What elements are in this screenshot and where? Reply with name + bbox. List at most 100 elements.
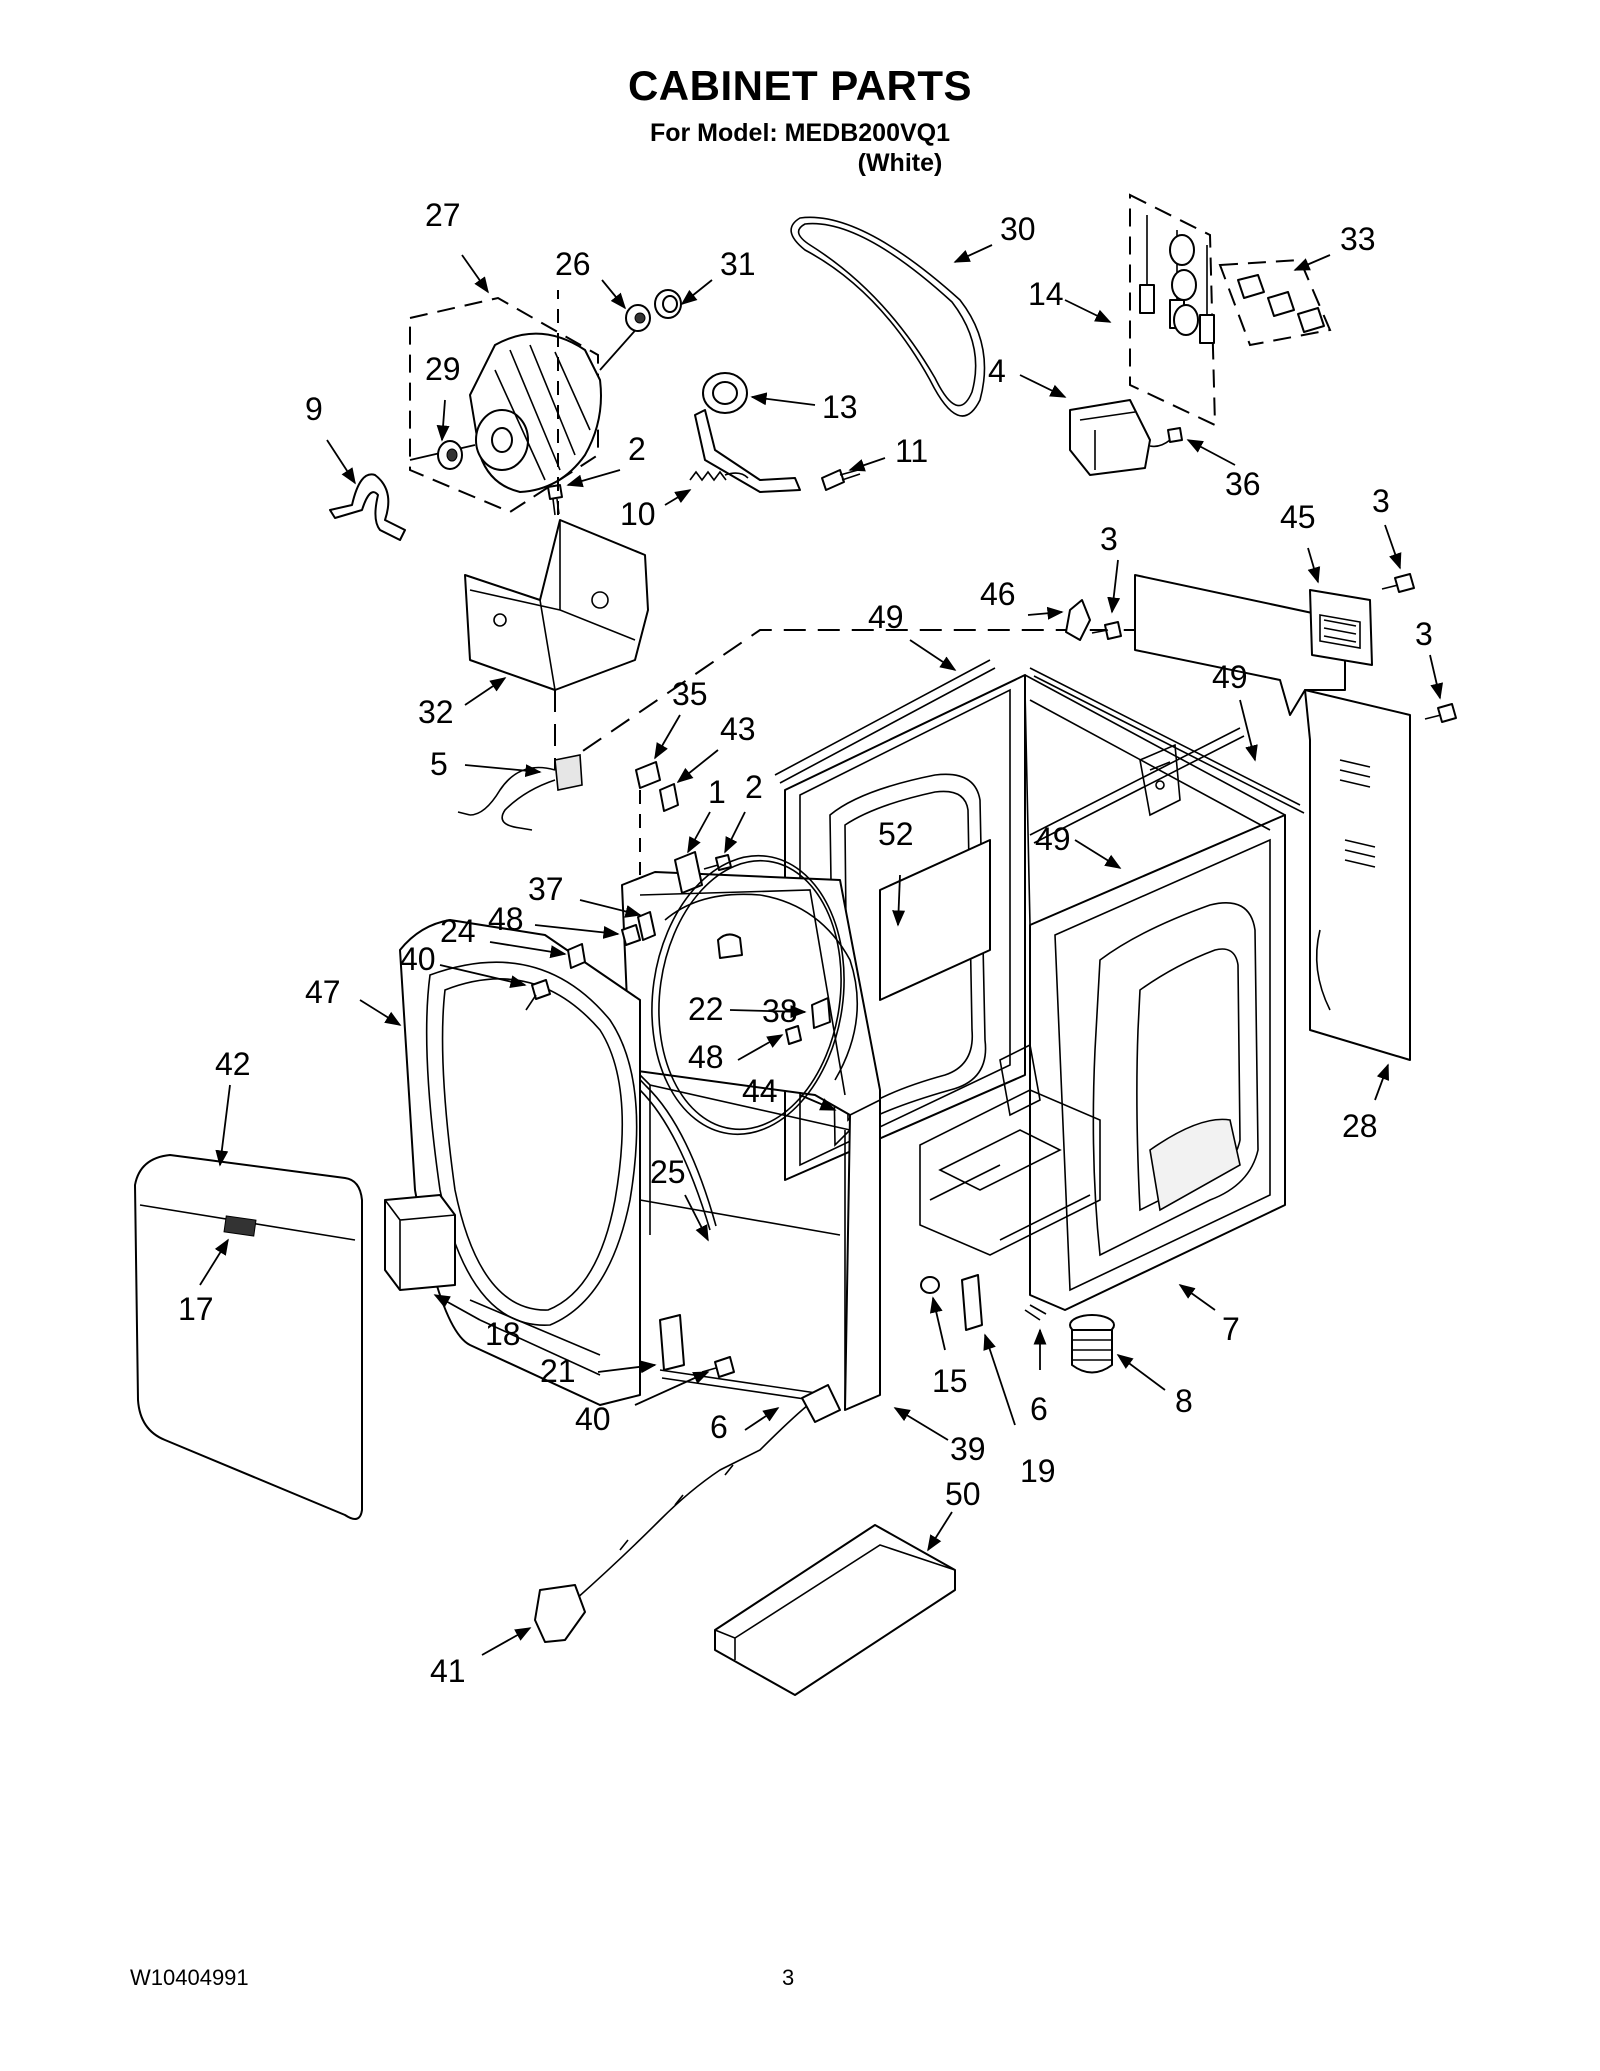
hinge-screw-upper	[621, 924, 641, 946]
motor-shaft-bearing	[625, 304, 651, 332]
lint-duct-box	[384, 1194, 456, 1291]
callout-17: 17	[178, 1291, 214, 1327]
motor-clamp	[329, 473, 406, 541]
callout-4: 4	[988, 353, 1006, 389]
rear-panel-screw-left	[1091, 621, 1122, 640]
idler-pulley-assembly	[694, 372, 801, 493]
motor-pulley	[437, 440, 463, 470]
callout-49-right: 49	[1212, 659, 1248, 695]
motor-mount-screw	[547, 484, 563, 516]
motor-shaft-washer	[654, 289, 682, 319]
callout-labels: 27 26 31 30 33 29 9 2 13 14 4 11 10 36 3…	[178, 197, 1433, 1689]
callout-14: 14	[1028, 276, 1064, 312]
callout-2-motor: 2	[628, 431, 646, 467]
callout-48-lower: 48	[688, 1039, 724, 1075]
callout-6-right: 6	[1030, 1391, 1048, 1427]
callout-21: 21	[540, 1353, 576, 1389]
callout-37: 37	[528, 871, 564, 907]
callout-26: 26	[555, 246, 591, 282]
page-title: CABINET PARTS	[627, 62, 973, 109]
rear-panel-screw-right	[1424, 703, 1457, 723]
callout-13: 13	[822, 389, 858, 425]
door-switch-bracket	[674, 851, 703, 894]
callout-35: 35	[672, 676, 708, 712]
callout-40-lower: 40	[575, 1401, 611, 1437]
callout-9: 9	[305, 391, 323, 427]
color-line: (White)	[857, 149, 943, 177]
hinge-screw-lower	[785, 1025, 802, 1045]
page-subtitle: For Model: MEDB200VQ1 (White)	[0, 118, 1600, 178]
callout-48-upper: 48	[488, 901, 524, 937]
idler-spring	[689, 470, 749, 482]
bulkhead-screw-upper	[525, 979, 551, 1011]
drive-belt	[790, 216, 986, 417]
front-bulkhead	[399, 919, 641, 1406]
top-seal-right	[1029, 667, 1305, 814]
page-number: 3	[782, 1965, 795, 1990]
document-number: W10404991	[130, 1965, 249, 1990]
wiring-diagram-label	[879, 839, 991, 1001]
callout-3-top: 3	[1372, 483, 1390, 519]
callout-49-mid: 49	[1035, 821, 1071, 857]
callout-43: 43	[720, 711, 756, 747]
callout-33: 33	[1340, 221, 1376, 257]
callout-50: 50	[945, 1476, 981, 1512]
callout-38: 38	[762, 993, 798, 1029]
motor-mount-bracket	[464, 290, 1290, 771]
callout-40-upper: 40	[400, 941, 436, 977]
leveling-nut	[920, 1276, 940, 1294]
leveling-leg	[1069, 1314, 1115, 1374]
fuse-holder-screw	[1149, 427, 1183, 448]
leader-lines	[199, 244, 1444, 1656]
callout-47: 47	[305, 974, 341, 1010]
thermistor-set	[1139, 215, 1215, 344]
callout-52: 52	[878, 816, 914, 852]
connector-dashed-outline	[1218, 258, 1332, 347]
callout-39: 39	[950, 1431, 986, 1467]
switch-actuator	[659, 783, 679, 812]
rear-leg-bracket	[961, 1274, 983, 1331]
idler-screw	[821, 469, 861, 491]
model-line: For Model: MEDB200VQ1	[649, 119, 951, 147]
callout-27: 27	[425, 197, 461, 233]
top-seal-left	[774, 659, 996, 784]
motor-assembly-dashed-outline	[409, 296, 599, 514]
drive-motor	[409, 332, 602, 493]
callout-5: 5	[430, 746, 448, 782]
callout-22: 22	[688, 991, 724, 1027]
power-cord	[534, 1384, 841, 1643]
callout-30: 30	[1000, 211, 1036, 247]
callout-15: 15	[932, 1363, 968, 1399]
door-strike	[811, 997, 831, 1029]
callout-29: 29	[425, 351, 461, 387]
toe-plate	[714, 1524, 956, 1696]
lower-hinge-bracket	[659, 1314, 685, 1371]
callout-32: 32	[418, 694, 454, 730]
callout-44: 44	[742, 1073, 778, 1109]
wire-connector-set	[1237, 274, 1325, 333]
callout-25: 25	[650, 1154, 686, 1190]
callout-42: 42	[215, 1046, 251, 1082]
back-panel	[1304, 689, 1411, 1061]
door-switch	[635, 761, 661, 789]
callout-46: 46	[980, 576, 1016, 612]
callout-31: 31	[720, 246, 756, 282]
hinge-mount	[637, 911, 656, 941]
callout-18: 18	[485, 1316, 521, 1352]
top-bracket	[1065, 599, 1091, 641]
callout-7: 7	[1222, 1311, 1240, 1347]
thermal-fuse-dashed-outline	[1129, 193, 1217, 427]
top-seal-front	[1029, 727, 1245, 844]
callout-24: 24	[440, 913, 476, 949]
callout-3-left: 3	[1100, 521, 1118, 557]
callout-1: 1	[708, 774, 726, 810]
door-clip	[567, 943, 586, 969]
bearing-pad	[717, 933, 743, 959]
bottom-seal-side	[1024, 1304, 1047, 1321]
callout-8: 8	[1175, 1383, 1193, 1419]
door-panel	[134, 1154, 363, 1520]
callout-6-lower: 6	[710, 1409, 728, 1445]
callout-19: 19	[1020, 1453, 1056, 1489]
drum-seal	[651, 854, 845, 1136]
